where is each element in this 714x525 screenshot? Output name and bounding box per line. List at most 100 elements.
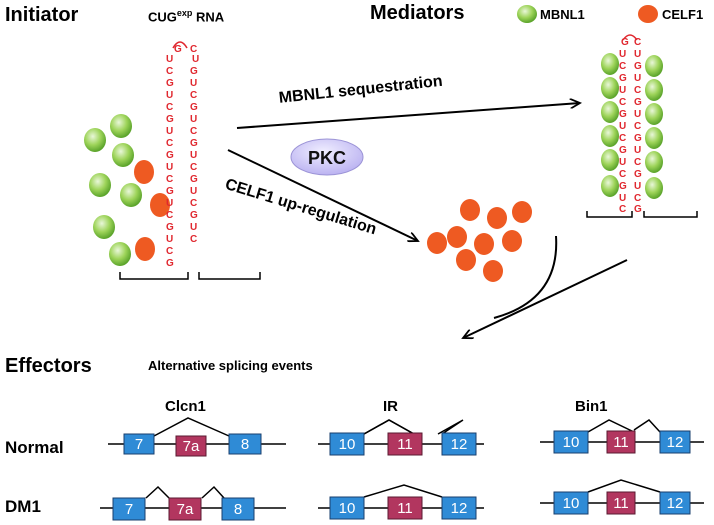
mbnl1-protein-icon: [110, 114, 132, 138]
exon-label: 10: [339, 436, 356, 453]
exon-box-alternative: [606, 430, 636, 454]
svg-text:U: U: [619, 121, 626, 132]
svg-text:G: G: [190, 102, 198, 113]
svg-text:G: G: [634, 97, 642, 108]
gene-label-bin1: Bin1: [575, 398, 608, 415]
exon-box: [659, 430, 691, 454]
celf1-protein-icon: [427, 232, 447, 254]
initiator-bracket-left: [119, 272, 189, 280]
ir-dm1: 10 11 12: [318, 484, 484, 520]
bin1-normal: 10 11 12: [540, 419, 704, 454]
exon-label: 12: [667, 434, 684, 451]
mediators-title: Mediators: [370, 2, 465, 24]
svg-text:G: G: [634, 204, 642, 215]
exon-box: [553, 491, 589, 515]
exon-box: [659, 491, 691, 515]
celf1-protein-icon: [150, 193, 170, 217]
exon-box: [441, 432, 477, 456]
mbnl1-protein-icon: [120, 183, 142, 207]
exon-box: [553, 430, 589, 454]
svg-text:U: U: [634, 181, 641, 192]
mbnl1-protein-icon: [93, 215, 115, 239]
svg-text:G: G: [619, 109, 627, 120]
mbnl1-protein-icon: [112, 143, 134, 167]
exon-box: [329, 496, 365, 520]
exon-label: 10: [339, 500, 356, 517]
svg-text:U: U: [166, 234, 173, 245]
celf1-protein-icon: [483, 260, 503, 282]
svg-text:U: U: [619, 193, 626, 204]
bin1-dm1: 10 11 12: [540, 479, 704, 515]
sequestered-mbnl1: [601, 53, 663, 199]
mbnl1-protein-icon: [645, 177, 663, 199]
svg-text:C: C: [190, 162, 197, 173]
svg-text:U: U: [192, 54, 199, 65]
exon-label: 12: [451, 500, 468, 517]
gene-label-ir: IR: [383, 398, 398, 415]
svg-text:C: C: [634, 157, 641, 168]
exon-box-alternative: [387, 496, 423, 520]
svg-text:C: C: [190, 198, 197, 209]
mbnl1-protein-icon: [601, 175, 619, 197]
svg-text:U: U: [166, 90, 173, 101]
svg-text:G: G: [634, 169, 642, 180]
celf1-protein-icon: [502, 230, 522, 252]
exon-label: 10: [563, 495, 580, 512]
svg-text:G: G: [166, 150, 174, 161]
exon-box: [228, 433, 262, 455]
mbnl1-protein-icon: [645, 55, 663, 77]
mbnl1-protein-icon: [645, 79, 663, 101]
svg-text:U: U: [619, 85, 626, 96]
exon-label: 8: [241, 436, 249, 453]
svg-text:U: U: [190, 186, 197, 197]
svg-text:C: C: [634, 121, 641, 132]
arrow-icon: [236, 103, 580, 129]
rna-label-suffix: RNA: [192, 9, 225, 25]
svg-text:C: C: [166, 138, 173, 149]
mbnl1-protein-icon: [601, 101, 619, 123]
mbnl1-protein-icon: [601, 149, 619, 171]
svg-text:C: C: [634, 85, 641, 96]
svg-text:G: G: [190, 66, 198, 77]
svg-text:G: G: [190, 174, 198, 185]
arrow-icon: [227, 149, 418, 241]
svg-text:G: G: [166, 258, 174, 269]
mbnl1-protein-icon: [517, 5, 537, 23]
svg-text:C: C: [190, 126, 197, 137]
svg-text:C: C: [166, 102, 173, 113]
pkc-ellipse-icon: [290, 138, 364, 176]
exon-box-alternative: [606, 491, 636, 515]
celf1-protein-icon: [638, 5, 658, 23]
mbnl1-protein-icon: [645, 151, 663, 173]
initiator-bracket-right: [198, 272, 261, 280]
celf1-protein-icon: [474, 233, 494, 255]
arrow-icon: [463, 259, 628, 338]
svg-text:G: G: [190, 138, 198, 149]
svg-text:C: C: [619, 97, 626, 108]
exon-label: 10: [563, 434, 580, 451]
exon-label: 7: [125, 501, 133, 518]
celf1-protein-icon: [512, 201, 532, 223]
exon-box: [441, 496, 477, 520]
exon-box-alternative: [175, 435, 207, 457]
svg-text:G: G: [621, 37, 629, 48]
celf1-cluster: [427, 199, 532, 282]
svg-text:U: U: [634, 145, 641, 156]
exon-label: 12: [667, 495, 684, 512]
svg-text:U: U: [190, 150, 197, 161]
svg-text:U: U: [634, 109, 641, 120]
clcn1-normal: 7 7a 8: [108, 417, 286, 457]
exon-label: 11: [613, 495, 629, 512]
merge-curve: [493, 235, 558, 319]
svg-text:C: C: [190, 44, 197, 55]
svg-text:U: U: [190, 114, 197, 125]
rna-label-sup: exp: [176, 8, 193, 18]
clcn1-dm1: 7 7a 8: [100, 485, 286, 521]
exon-box: [329, 432, 365, 456]
svg-text:C: C: [634, 193, 641, 204]
mbnl1-protein-icon: [601, 77, 619, 99]
exon-box: [123, 433, 155, 455]
legend-mbnl1-label: MBNL1: [540, 7, 585, 22]
exon-label: 11: [613, 434, 629, 451]
